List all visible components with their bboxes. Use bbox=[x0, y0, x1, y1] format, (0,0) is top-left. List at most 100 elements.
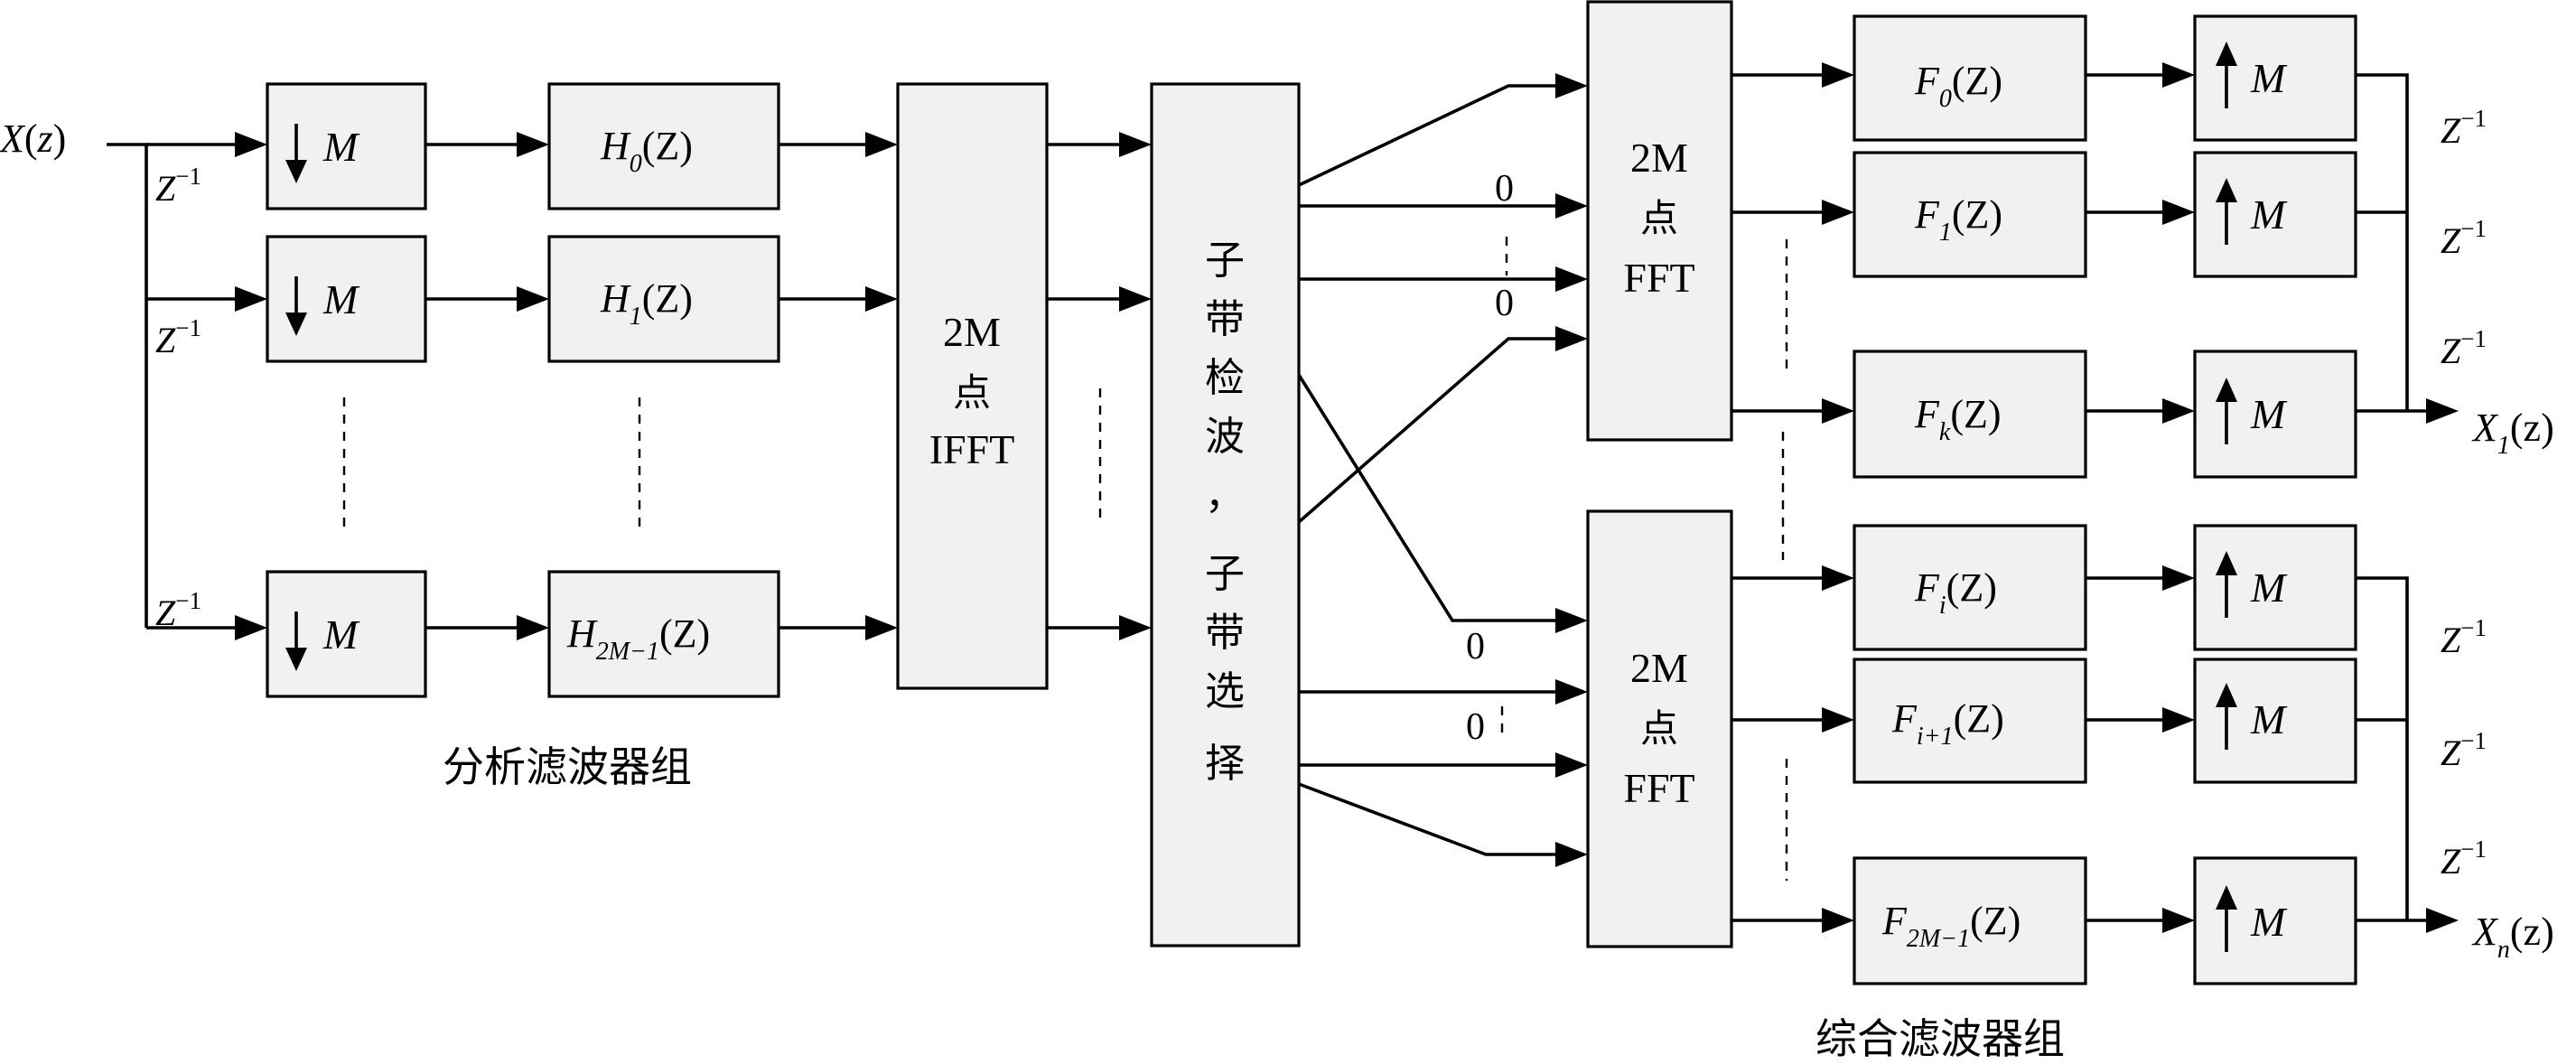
ifft-to-selector-2-arrowhead bbox=[1119, 615, 1152, 640]
analysis-dashes bbox=[342, 397, 641, 533]
filter-H0 bbox=[547, 82, 780, 210]
downsampler-to-filter-0-arrowhead bbox=[517, 132, 549, 157]
svg-text:X1(z): X1(z) bbox=[2471, 406, 2554, 460]
fft-to-synthesis-filter-1-arrowhead bbox=[1822, 200, 1854, 225]
svg-text:带: 带 bbox=[1205, 297, 1245, 341]
filter-Fk bbox=[1853, 350, 2087, 479]
analysis-filter-labels: H0(Z) H1(Z) H2M−1(Z) bbox=[566, 124, 710, 666]
output-1-wire-arrowhead bbox=[2426, 398, 2459, 424]
combiner-bottom-a bbox=[2356, 576, 2409, 920]
selector-to-fft-top-3-arrowhead bbox=[1555, 326, 1588, 351]
filter-H1 bbox=[547, 235, 780, 363]
ifft-to-selector-1-arrowhead bbox=[1119, 286, 1152, 312]
svg-text:M: M bbox=[322, 276, 360, 322]
svg-text:Z−1: Z−1 bbox=[155, 314, 201, 360]
svg-text:0: 0 bbox=[1466, 626, 1485, 667]
svg-text:Fi+1(Z): Fi+1(Z) bbox=[1891, 696, 2004, 751]
svg-text:带: 带 bbox=[1205, 611, 1245, 655]
svg-text:H1(Z): H1(Z) bbox=[600, 276, 693, 331]
fft-bottom-label: 2M 点 FFT bbox=[1623, 645, 1694, 811]
delay-to-downsampler-2-arrowhead bbox=[235, 615, 267, 640]
selector-to-fft-bottom-0 bbox=[1297, 374, 1557, 622]
upsampler-i+1 bbox=[2193, 658, 2357, 784]
filter-F1 bbox=[1853, 151, 2087, 278]
input-wire bbox=[107, 143, 148, 628]
svg-text:M: M bbox=[2250, 565, 2288, 611]
ifft-to-selector-0-arrowhead bbox=[1119, 132, 1152, 157]
ifft-label: 2M 点 IFFT bbox=[929, 309, 1015, 472]
upsampler-1 bbox=[2193, 151, 2357, 278]
synthesis-dashes bbox=[1781, 239, 1788, 881]
input-label: X(z) bbox=[0, 117, 66, 161]
up-arrow-icons bbox=[2216, 42, 2237, 952]
svg-text:M: M bbox=[322, 124, 360, 170]
subband-selector-block bbox=[1150, 82, 1301, 947]
downsampler-labels: M M M bbox=[322, 124, 360, 658]
selector-to-fft-bottom-2-arrowhead bbox=[1555, 752, 1588, 778]
svg-text:点: 点 bbox=[953, 370, 991, 415]
delay-labels-analysis: Z−1 Z−1 Z−1 bbox=[155, 163, 201, 633]
fft-to-synthesis-filter-4-arrowhead bbox=[1822, 707, 1854, 733]
selector-to-fft-top-2-arrowhead bbox=[1555, 266, 1588, 292]
svg-text:F0(Z): F0(Z) bbox=[1914, 59, 2002, 113]
delay-labels-synthesis: Z−1 Z−1 Z−1 Z−1 Z−1 Z−1 bbox=[2441, 105, 2487, 882]
zero-input-labels: 0 0 0 0 bbox=[1466, 168, 1514, 748]
filter-Fi bbox=[1853, 524, 2087, 651]
downsampler-blocks bbox=[266, 82, 427, 698]
fft-to-synthesis-filter-3-arrowhead bbox=[1822, 565, 1854, 591]
svg-text:Z−1: Z−1 bbox=[2441, 215, 2487, 261]
ifft-block bbox=[896, 82, 1049, 690]
svg-text:点: 点 bbox=[1640, 706, 1678, 751]
upsampler-2M-1 bbox=[2193, 856, 2357, 985]
upsampler-blocks bbox=[2193, 14, 2357, 985]
combiner-top-a bbox=[2356, 73, 2409, 411]
downsampler-to-filter-2-arrowhead bbox=[517, 615, 549, 640]
delay-to-downsampler-0-arrowhead bbox=[235, 132, 267, 157]
svg-text:H2M−1(Z): H2M−1(Z) bbox=[566, 611, 710, 666]
svg-text:0: 0 bbox=[1495, 283, 1514, 324]
filter-H2M-1 bbox=[547, 570, 780, 698]
svg-text:Xn(z): Xn(z) bbox=[2471, 910, 2554, 964]
synthesis-filter-labels: F0(Z) F1(Z) Fk(Z) Fi(Z) Fi+1(Z) F2M−1(Z) bbox=[1881, 59, 2021, 953]
synthesis-filter-blocks bbox=[1853, 14, 2087, 985]
selector-to-fft-top-0 bbox=[1298, 84, 1557, 187]
svg-text:点: 点 bbox=[1640, 196, 1678, 240]
svg-text:M: M bbox=[2250, 55, 2288, 101]
synthesis-filter-to-upsampler-0-arrowhead bbox=[2162, 62, 2195, 88]
down-arrow-icons bbox=[285, 124, 307, 671]
selector-to-fft-bottom-3 bbox=[1298, 782, 1557, 856]
downsampler-2M-1 bbox=[266, 570, 427, 698]
filter-Fi+1 bbox=[1853, 658, 2087, 784]
svg-text:Z−1: Z−1 bbox=[2441, 325, 2487, 371]
upsampler-0 bbox=[2193, 14, 2357, 142]
downsampler-0 bbox=[266, 82, 427, 210]
fft-to-synthesis-filter-0-arrowhead bbox=[1822, 62, 1854, 88]
svg-text:Z−1: Z−1 bbox=[155, 163, 201, 209]
filter-to-ifft-0-arrowhead bbox=[865, 132, 898, 157]
svg-text:择: 择 bbox=[1205, 742, 1245, 786]
svg-text:M: M bbox=[2250, 391, 2288, 437]
svg-text:M: M bbox=[2250, 899, 2288, 945]
selector-to-fft-bottom-1-arrowhead bbox=[1555, 679, 1588, 705]
svg-text:X(z): X(z) bbox=[0, 117, 66, 161]
svg-text:Z−1: Z−1 bbox=[2441, 105, 2487, 151]
svg-text:Z−1: Z−1 bbox=[2441, 614, 2487, 660]
fft-top-block bbox=[1586, 0, 1733, 442]
synthesis-filter-to-upsampler-5-arrowhead bbox=[2162, 908, 2195, 933]
svg-text:Fk(Z): Fk(Z) bbox=[1914, 392, 2002, 446]
svg-text:，: ， bbox=[1205, 473, 1245, 518]
svg-text:选: 选 bbox=[1205, 669, 1245, 714]
synthesis-filter-to-upsampler-4-arrowhead bbox=[2162, 707, 2195, 733]
filter-to-ifft-1-arrowhead bbox=[865, 286, 898, 312]
fft-bottom-block bbox=[1586, 509, 1733, 948]
upsampler-labels: M M M M M M bbox=[2250, 55, 2288, 945]
selector-to-fft-bottom-0-arrowhead bbox=[1555, 608, 1588, 633]
synthesis-filter-to-upsampler-2-arrowhead bbox=[2162, 398, 2195, 424]
svg-text:M: M bbox=[322, 611, 360, 658]
selector-to-fft-top-3 bbox=[1297, 337, 1557, 524]
svg-text:子: 子 bbox=[1205, 238, 1245, 283]
svg-text:H0(Z): H0(Z) bbox=[600, 124, 693, 178]
selector-to-fft-top-1-arrowhead bbox=[1555, 193, 1588, 219]
svg-text:0: 0 bbox=[1466, 706, 1485, 748]
